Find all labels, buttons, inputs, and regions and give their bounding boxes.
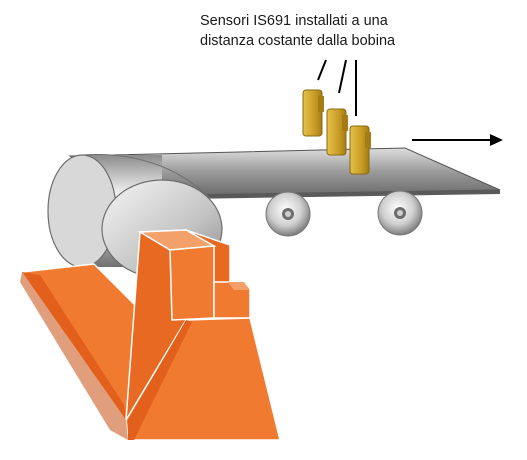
caption-line-1: Sensori IS691 installati a una [200, 13, 388, 29]
leader-line-2 [338, 59, 347, 94]
caption-line-2: distanza costante dalla bobina [200, 33, 396, 49]
machine-base [20, 229, 281, 441]
arrow-right-icon [412, 134, 503, 146]
leader-line-1 [317, 59, 327, 81]
roller-right [377, 190, 423, 236]
sensor-caption: Sensori IS691 installati a una distanza … [200, 11, 430, 51]
sensor-1 [302, 89, 324, 137]
sensor-3 [349, 125, 371, 175]
roller-left [265, 191, 311, 237]
sensor-2 [326, 108, 348, 156]
